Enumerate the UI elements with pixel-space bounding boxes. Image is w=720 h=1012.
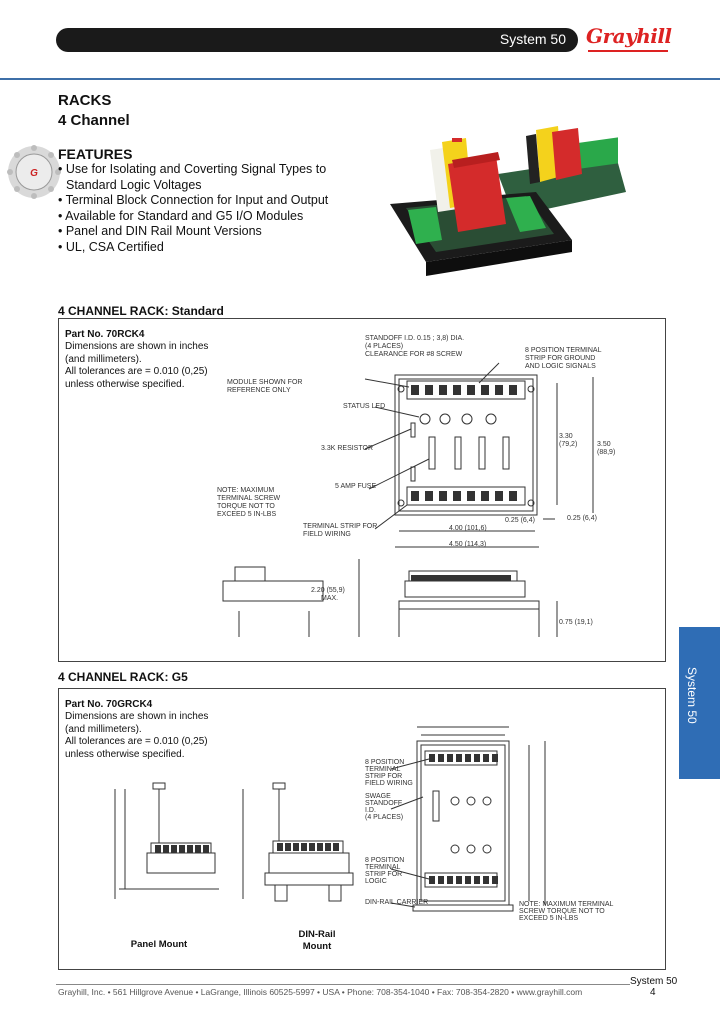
brand-underline: [588, 50, 668, 52]
fuse-callout: 5 AMP FUSE: [335, 483, 377, 490]
feature-item: • Panel and DIN Rail Mount Versions: [58, 224, 262, 238]
module-callout: REFERENCE ONLY: [227, 387, 291, 394]
note-line: (and millimeters).: [65, 353, 142, 365]
swage-standoff-callout: I.D.: [365, 807, 376, 814]
dimension-label: (88,9): [597, 449, 616, 456]
note-line: unless otherwise specified.: [65, 748, 185, 760]
svg-text:G: G: [30, 168, 38, 179]
dimension-label: 2.20 (55,9): [311, 587, 345, 594]
features-heading: FEATURES: [58, 146, 133, 162]
field-terminal-callout: FIELD WIRING: [365, 780, 413, 787]
feature-item: • Available for Standard and G5 I/O Modu…: [58, 208, 304, 223]
dimension-label: 3.30: [559, 433, 573, 440]
logic-terminal-callout: LOGIC: [365, 878, 387, 885]
swage-standoff-callout: (4 PLACES): [365, 814, 404, 821]
torque-note: TERMINAL SCREW: [217, 495, 281, 502]
logic-terminal-callout: 8 POSITION: [365, 857, 405, 864]
dimension-notes: Dimensions are shown in inches (and mill…: [65, 711, 208, 761]
header-rule: [0, 78, 720, 80]
page-subtitle: 4 Channel: [58, 112, 130, 129]
module-callout: MODULE SHOWN FOR: [227, 379, 303, 386]
standoff-callout: STANDOFF I.D. 0.15 ; 3,8) DIA.: [365, 335, 465, 342]
note-line: (and millimeters).: [65, 723, 142, 735]
feature-item: • UL, CSA Certified: [58, 239, 164, 254]
swage-standoff-callout: SWAGE: [365, 793, 391, 800]
page-number: 4: [650, 987, 656, 998]
dimension-label: (79,2): [559, 441, 578, 448]
note-line: unless otherwise specified.: [65, 378, 185, 390]
dimension-label: 4.00 (101,6): [449, 525, 487, 532]
torque-note: SCREW TORQUE NOT TO: [519, 908, 605, 915]
feature-item: Standard Logic Voltages: [66, 177, 202, 192]
dimension-notes: Dimensions are shown in inches (and mill…: [65, 341, 208, 391]
field-terminal-callout: 8 POSITION: [365, 759, 405, 766]
status-led-callout: STATUS LED: [343, 403, 386, 410]
page-title: RACKS: [58, 92, 112, 109]
note-line: Dimensions are shown in inches: [65, 711, 209, 722]
dimension-label: 3.50: [597, 441, 611, 448]
logic-terminal-callout: TERMINAL: [365, 864, 401, 871]
dimension-label: 0.75 (19,1): [559, 619, 593, 626]
din-mount-caption: Mount: [302, 941, 332, 952]
standard-dimension-drawing: [222, 362, 594, 637]
note-line: All tolerances are = 0.010 (0,25): [65, 366, 208, 377]
standoff-callout: (4 PLACES): [365, 343, 404, 350]
g5-drawing-panel: Part No. 70GRCK4 Dimensions are shown in…: [58, 688, 666, 970]
torque-note: EXCEED 5 IN-LBS: [217, 511, 277, 518]
part-number: Part No. 70RCK4: [65, 329, 145, 340]
product-photo: [390, 126, 626, 276]
resistor-callout: 3.3K RESISTOR: [321, 445, 374, 452]
dimension-label: 4.50 (114,3): [449, 541, 487, 548]
features-list: • Use for Isolating and Coverting Signal…: [58, 162, 328, 255]
torque-note: TORQUE NOT TO: [217, 503, 275, 510]
system-label: System 50: [499, 31, 566, 47]
side-tab: System 50: [679, 627, 720, 779]
section-g5-heading: 4 CHANNEL RACK: G5: [58, 670, 188, 684]
note-line: Dimensions are shown in inches: [65, 341, 209, 352]
footer-address: Grayhill, Inc. • 561 Hillgrove Avenue • …: [58, 987, 583, 997]
field-wiring-callout: TERMINAL STRIP FOR: [303, 523, 378, 530]
g5-dimension-drawing: [114, 726, 546, 912]
feature-item: • Terminal Block Connection for Input an…: [58, 193, 329, 207]
side-tab-label: System 50: [685, 667, 699, 724]
footer-rule: [56, 984, 630, 985]
note-line: All tolerances are = 0.010 (0,25): [65, 736, 208, 747]
terminal-strip-callout: 8 POSITION TERMINAL: [525, 347, 602, 354]
torque-note: NOTE: MAXIMUM: [217, 487, 275, 494]
standoff-callout: CLEARANCE FOR #8 SCREW: [365, 351, 463, 358]
panel-mount-caption: Panel Mount: [130, 939, 188, 950]
dimension-label: 0.25 (6,4): [567, 515, 597, 522]
torque-note: NOTE: MAXIMUM TERMINAL: [519, 901, 614, 908]
certification-seal-icon: G: [7, 145, 61, 199]
section-standard-heading: 4 CHANNEL RACK: Standard: [58, 304, 224, 318]
dimension-label: 0.25 (6,4): [505, 517, 535, 524]
footer-system: System 50: [630, 976, 678, 987]
field-terminal-callout: TERMINAL: [365, 766, 401, 773]
logic-terminal-callout: STRIP FOR: [365, 871, 403, 878]
din-carrier-callout: DIN-RAIL CARRIER: [365, 899, 429, 906]
header-bar: System 50: [56, 28, 578, 52]
field-wiring-callout: FIELD WIRING: [303, 531, 351, 538]
field-terminal-callout: STRIP FOR: [365, 773, 403, 780]
feature-item: • Use for Isolating and Coverting Signal…: [58, 162, 327, 176]
torque-note: EXCEED 5 IN-LBS: [519, 915, 579, 922]
part-number: Part No. 70GRCK4: [65, 699, 153, 710]
standard-drawing-panel: Part No. 70RCK4 Dimensions are shown in …: [58, 318, 666, 662]
swage-standoff-callout: STANDOFF: [365, 800, 403, 807]
brand-logo: Grayhill: [586, 24, 672, 48]
din-mount-caption: DIN-Rail: [298, 929, 336, 940]
terminal-strip-callout: STRIP FOR GROUND: [525, 355, 596, 362]
dimension-label: MAX.: [321, 595, 339, 602]
terminal-strip-callout: AND LOGIC SIGNALS: [525, 363, 596, 370]
